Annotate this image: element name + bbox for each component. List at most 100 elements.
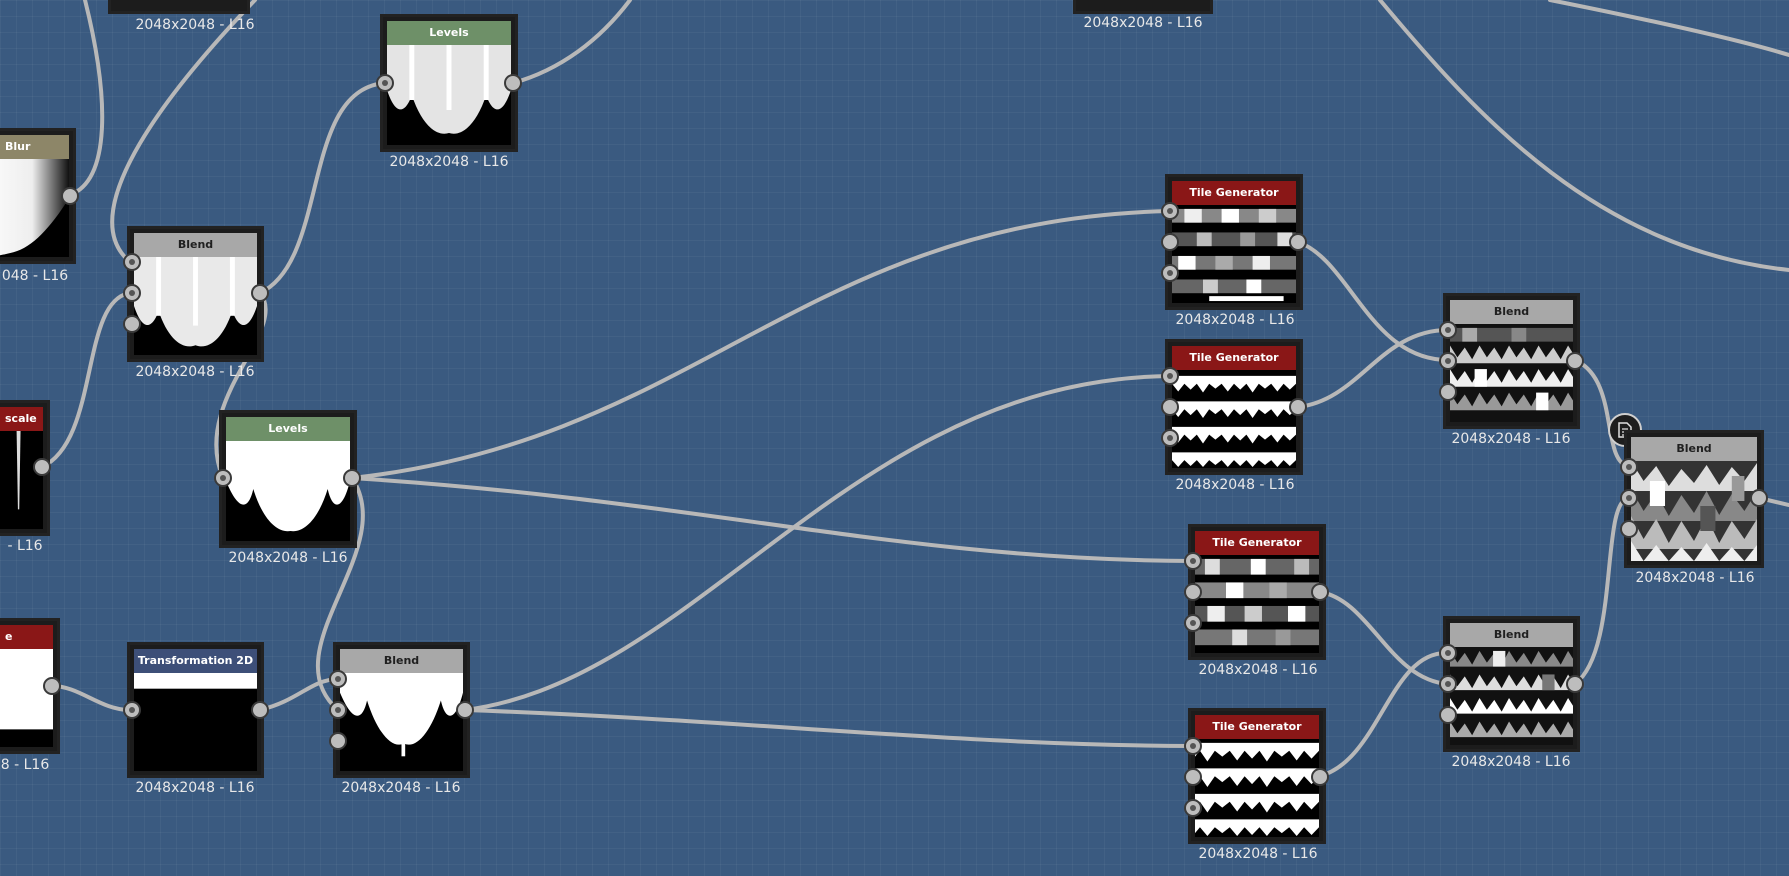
- wire: [1296, 240, 1450, 362]
- input-port[interactable]: [1620, 520, 1638, 538]
- input-port[interactable]: [1161, 367, 1179, 385]
- wire: [1296, 328, 1450, 409]
- input-port[interactable]: [1161, 233, 1179, 251]
- output-port[interactable]: [43, 677, 61, 695]
- node-thumbnail: [387, 45, 511, 145]
- node-offscreen[interactable]: [108, 0, 250, 14]
- wire: [258, 81, 387, 295]
- input-port[interactable]: [123, 284, 141, 302]
- input-port[interactable]: [329, 732, 347, 750]
- output-port[interactable]: [1311, 768, 1329, 786]
- node-size-label: 2048x2048 - L16: [135, 780, 255, 796]
- node-size-label: 8 - L16: [0, 757, 50, 773]
- input-port[interactable]: [1184, 799, 1202, 817]
- output-port[interactable]: [1311, 583, 1329, 601]
- output-port[interactable]: [1750, 489, 1768, 507]
- input-port[interactable]: [1184, 768, 1202, 786]
- wire: [1548, 0, 1789, 57]
- node-title: Tile Generator: [1172, 346, 1296, 370]
- node-thumbnail: [0, 649, 53, 747]
- node-tile-generator[interactable]: Tile Generator: [1188, 708, 1326, 844]
- node-title: Levels: [226, 417, 350, 441]
- wire: [1318, 650, 1450, 778]
- node-size-label: 2048x2048 - L16: [135, 364, 255, 380]
- node-thumbnail: [134, 257, 257, 355]
- node-blend[interactable]: Blend: [333, 642, 470, 778]
- output-port[interactable]: [61, 187, 79, 205]
- node-title: Blend: [1631, 437, 1757, 461]
- output-port[interactable]: [343, 469, 361, 487]
- input-port[interactable]: [1161, 264, 1179, 282]
- input-port[interactable]: [1184, 552, 1202, 570]
- node-size-label: - L16: [7, 538, 43, 554]
- input-port[interactable]: [376, 74, 394, 92]
- wire: [463, 708, 1195, 748]
- input-port[interactable]: [1439, 675, 1457, 693]
- node-title: Blend: [1450, 300, 1573, 324]
- input-port[interactable]: [1161, 429, 1179, 447]
- output-port[interactable]: [1289, 398, 1307, 416]
- wire: [1378, 0, 1789, 272]
- output-port[interactable]: [1566, 675, 1584, 693]
- wire: [68, 0, 105, 197]
- node-title: e: [0, 625, 53, 649]
- node-blend-output[interactable]: Blend: [1624, 430, 1764, 568]
- node-title: scale: [0, 407, 43, 431]
- wire: [511, 0, 632, 85]
- node-size-label: 2048x2048 - L16: [1451, 754, 1571, 770]
- input-port[interactable]: [1620, 489, 1638, 507]
- input-port[interactable]: [1439, 321, 1457, 339]
- node-thumbnail: [0, 159, 69, 257]
- input-port[interactable]: [123, 253, 141, 271]
- node-thumbnail: [340, 673, 463, 771]
- node-tile-generator[interactable]: Tile Generator: [1165, 339, 1303, 475]
- node-tile-generator[interactable]: Tile Generator: [1188, 524, 1326, 660]
- input-port[interactable]: [329, 670, 347, 688]
- wire: [350, 209, 1172, 480]
- input-port[interactable]: [1439, 644, 1457, 662]
- input-port[interactable]: [1184, 583, 1202, 601]
- node-size-label: 2048x2048 - L16: [228, 550, 348, 566]
- input-port[interactable]: [1620, 458, 1638, 476]
- output-port[interactable]: [1289, 233, 1307, 251]
- node-transformation-2d[interactable]: Transformation 2D: [127, 642, 264, 778]
- node-thumbnail: [134, 673, 257, 771]
- node-grayscale[interactable]: scale: [0, 400, 50, 536]
- input-port[interactable]: [329, 701, 347, 719]
- wire: [463, 374, 1172, 712]
- node-size-label: 2048x2048 - L16: [389, 154, 509, 170]
- input-port[interactable]: [1184, 614, 1202, 632]
- node-thumbnail: [1172, 370, 1296, 468]
- input-port[interactable]: [123, 701, 141, 719]
- input-port[interactable]: [1439, 383, 1457, 401]
- wire: [1573, 496, 1631, 686]
- node-thumbnail: [1450, 647, 1573, 745]
- node-blend[interactable]: Blend: [127, 226, 264, 362]
- node-offscreen[interactable]: [1073, 0, 1213, 14]
- node-title: Tile Generator: [1195, 715, 1319, 739]
- wire: [50, 684, 132, 712]
- input-port[interactable]: [1184, 737, 1202, 755]
- input-port[interactable]: [123, 315, 141, 333]
- input-port[interactable]: [1439, 352, 1457, 370]
- output-port[interactable]: [1566, 352, 1584, 370]
- output-port[interactable]: [251, 284, 269, 302]
- input-port[interactable]: [1161, 202, 1179, 220]
- node-levels[interactable]: Levels: [219, 410, 357, 548]
- node-levels[interactable]: Levels: [380, 14, 518, 152]
- output-port[interactable]: [251, 701, 269, 719]
- node-thumbnail: [1631, 461, 1757, 561]
- output-port[interactable]: [33, 458, 51, 476]
- output-port[interactable]: [504, 74, 522, 92]
- node-thumbnail: [1195, 555, 1319, 653]
- input-port[interactable]: [1161, 398, 1179, 416]
- input-port[interactable]: [214, 469, 232, 487]
- node-title: Tile Generator: [1172, 181, 1296, 205]
- node-thumbnail: [1195, 739, 1319, 837]
- input-port[interactable]: [1439, 706, 1457, 724]
- node-blend[interactable]: Blend: [1443, 293, 1580, 429]
- node-tile-generator[interactable]: Tile Generator: [1165, 174, 1303, 310]
- node-blend[interactable]: Blend: [1443, 616, 1580, 752]
- node-thumbnail: [1450, 324, 1573, 422]
- output-port[interactable]: [456, 701, 474, 719]
